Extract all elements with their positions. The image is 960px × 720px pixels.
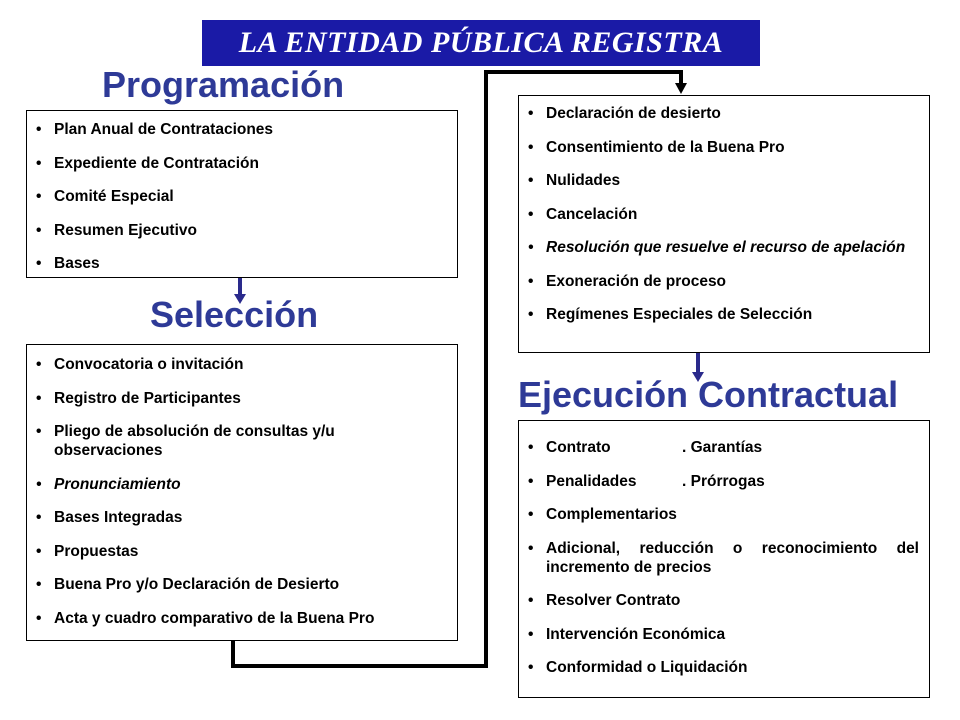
list-item: Expediente de Contratación [33,154,447,173]
list-item: Adicional, reducción o reconocimiento de… [525,539,919,577]
entidad-registra-box: Declaración de desierto Consentimiento d… [518,95,930,353]
arrow-ent-to-ejec-head [692,372,704,382]
list-item: Regímenes Especiales de Selección [525,305,919,324]
list-item: Pliego de absolución de consultas y/u ob… [33,422,447,460]
list-item: Intervención Económica [525,625,919,644]
list-item: Registro de Participantes [33,389,447,408]
list-item: Consentimiento de la Buena Pro [525,138,919,157]
list-item: Pronunciamiento [33,475,447,494]
arrow-into-entidad-box [675,83,687,94]
list-item: Resolver Contrato [525,591,919,610]
list-item: Contrato . Garantías [525,438,919,457]
list-item: Plan Anual de Contrataciones [33,120,447,139]
list-item: Exoneración de proceso [525,272,919,291]
banner-title: LA ENTIDAD PÚBLICA REGISTRA [202,20,760,66]
list-item: Buena Pro y/o Declaración de Desierto [33,575,447,594]
list-item: Cancelación [525,205,919,224]
item-prorrogas: . Prórrogas [682,472,765,490]
list-item: Nulidades [525,171,919,190]
ejecucion-box: Contrato . Garantías Penalidades . Prórrog… [518,420,930,698]
list-item: Bases [33,254,447,273]
item-contrato: Contrato [546,439,611,456]
seleccion-box: Convocatoria o invitación Registro de Pa… [26,344,458,641]
list-item: Resumen Ejecutivo [33,221,447,240]
list-item: Complementarios [525,505,919,524]
arrow-prog-to-sel-head [234,294,246,304]
list-item: Propuestas [33,542,447,561]
item-penalidades: Penalidades [546,472,637,490]
list-item: Acta y cuadro comparativo de la Buena Pr… [33,609,447,628]
list-item: Conformidad o Liquidación [525,658,919,677]
list-item: Convocatoria o invitación [33,355,447,374]
list-item: Declaración de desierto [525,104,919,123]
list-item: Resolución que resuelve el recurso de ap… [525,238,919,257]
programacion-box: Plan Anual de Contrataciones Expediente … [26,110,458,278]
item-garantias: . Garantías [682,439,763,456]
heading-ejecucion-contractual: Ejecución Contractual [518,374,899,415]
list-item: Penalidades . Prórrogas [525,472,919,491]
list-item: Comité Especial [33,187,447,206]
heading-programacion: Programación [102,64,345,105]
heading-seleccion: Selección [150,294,319,335]
list-item: Bases Integradas [33,508,447,527]
flow-connector [231,70,683,668]
